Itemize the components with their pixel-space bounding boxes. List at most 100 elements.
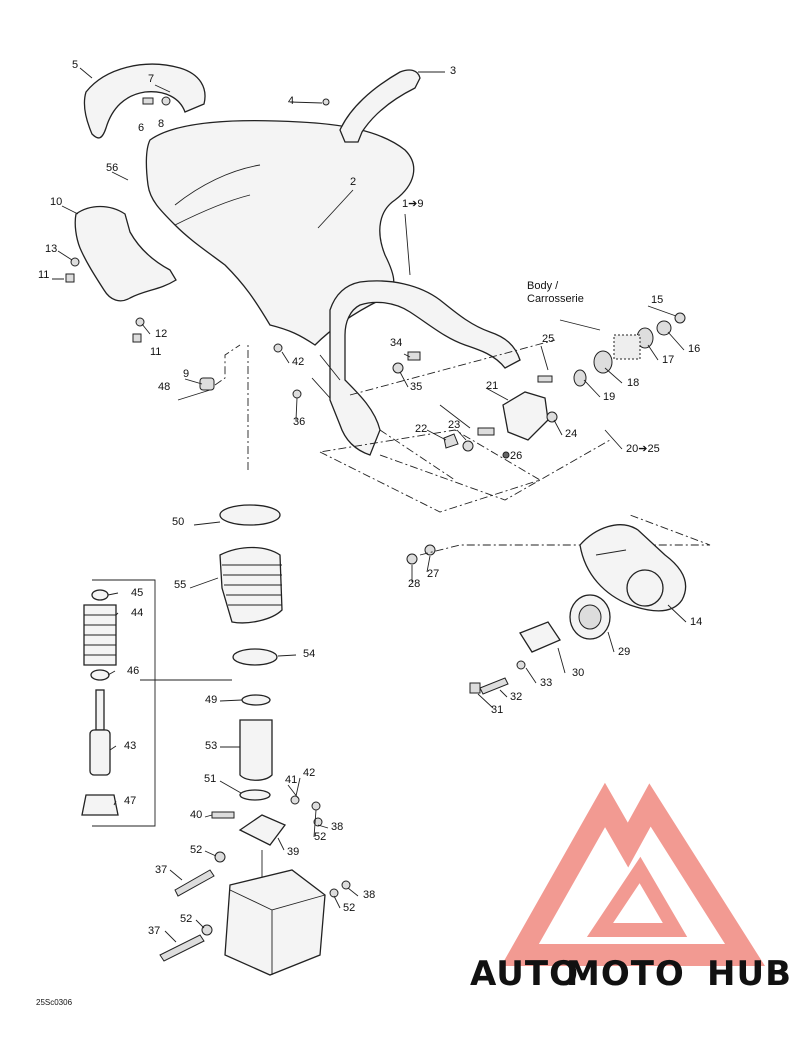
washer bbox=[656, 320, 672, 336]
shock-assembly bbox=[81, 579, 156, 827]
bushing bbox=[593, 350, 613, 374]
washer bbox=[573, 369, 587, 387]
screw bbox=[537, 375, 553, 383]
callout-51: 51 bbox=[204, 773, 216, 785]
callout-9: 9 bbox=[183, 368, 189, 380]
callout-28: 28 bbox=[408, 578, 420, 590]
callout-38: 38 bbox=[331, 821, 343, 833]
body-label-line2: Carrosserie bbox=[527, 293, 584, 305]
bolt-head bbox=[469, 682, 481, 694]
clip bbox=[462, 440, 474, 452]
callout-1-9: 1➔9 bbox=[402, 198, 423, 210]
washer bbox=[329, 888, 339, 898]
callout-38: 38 bbox=[363, 889, 375, 901]
nut bbox=[424, 544, 436, 556]
callout-8: 8 bbox=[158, 118, 164, 130]
callout-leaders bbox=[52, 67, 687, 943]
callout-41: 41 bbox=[285, 774, 297, 786]
flange-base bbox=[238, 814, 287, 846]
body-label-line1: Body / bbox=[527, 280, 559, 292]
seat-hardware bbox=[65, 96, 686, 565]
washer bbox=[161, 96, 171, 106]
callout-5: 5 bbox=[72, 59, 78, 71]
bolt bbox=[479, 677, 509, 695]
callout-36: 36 bbox=[293, 416, 305, 428]
callout-52: 52 bbox=[190, 844, 202, 856]
watermark-logo: AUTO MOTO HUB bbox=[470, 782, 791, 994]
logo-triangle bbox=[501, 782, 765, 966]
drive-cover-assembly bbox=[469, 524, 687, 695]
nut bbox=[674, 312, 686, 324]
washer bbox=[290, 795, 300, 805]
intake-assembly bbox=[159, 504, 351, 976]
logo-inner-triangle bbox=[586, 856, 688, 937]
washer bbox=[70, 257, 80, 267]
callout-52: 52 bbox=[343, 902, 355, 914]
shock-rod bbox=[95, 689, 105, 731]
callout-30: 30 bbox=[572, 667, 584, 679]
washer bbox=[313, 817, 323, 827]
callout-3: 3 bbox=[450, 65, 456, 77]
ring bbox=[241, 694, 271, 706]
callout-34: 34 bbox=[390, 337, 402, 349]
callout-33: 33 bbox=[540, 677, 552, 689]
callout-17: 17 bbox=[662, 354, 674, 366]
o-ring bbox=[239, 789, 271, 801]
callout-11: 11 bbox=[150, 346, 161, 358]
washer bbox=[516, 660, 526, 670]
lubricant-icon bbox=[502, 451, 510, 459]
callout-39: 39 bbox=[287, 846, 299, 858]
washer bbox=[392, 362, 404, 374]
callout-23: 23 bbox=[448, 419, 460, 431]
callout-48: 48 bbox=[158, 381, 170, 393]
nut bbox=[311, 801, 321, 811]
figure-code: 25Sc0306 bbox=[36, 998, 73, 1007]
clamp bbox=[219, 504, 281, 526]
latch bbox=[443, 433, 459, 449]
callout-21: 21 bbox=[486, 380, 498, 392]
callout-40: 40 bbox=[190, 809, 202, 821]
bolt bbox=[211, 811, 235, 819]
callout-24: 24 bbox=[565, 428, 577, 440]
callout-19: 19 bbox=[603, 391, 615, 403]
callout-27: 27 bbox=[427, 568, 439, 580]
logo-word-auto: AUTO bbox=[470, 954, 579, 994]
callout-54: 54 bbox=[303, 648, 315, 660]
washer bbox=[406, 553, 418, 565]
callout-6: 6 bbox=[138, 122, 144, 134]
seat-cushion bbox=[145, 119, 415, 346]
nut bbox=[341, 880, 351, 890]
bottom-mount bbox=[81, 794, 119, 816]
gasket bbox=[232, 648, 278, 666]
seat-assembly bbox=[74, 63, 549, 456]
screw bbox=[65, 273, 75, 283]
callout-56: 56 bbox=[106, 162, 118, 174]
callout-42: 42 bbox=[292, 356, 304, 368]
drive-cover-hole bbox=[626, 569, 664, 607]
callout-37: 37 bbox=[148, 925, 160, 937]
callout-50: 50 bbox=[172, 516, 184, 528]
intake-tube bbox=[239, 719, 273, 781]
callout-14: 14 bbox=[690, 616, 702, 628]
callout-12: 12 bbox=[155, 328, 167, 340]
callout-47: 47 bbox=[124, 795, 136, 807]
callout-32: 32 bbox=[510, 691, 522, 703]
screw bbox=[132, 333, 142, 343]
pulley-hub bbox=[578, 604, 602, 630]
long-bolt bbox=[159, 934, 205, 962]
callout-10: 10 bbox=[50, 196, 62, 208]
callout-49: 49 bbox=[205, 694, 217, 706]
callout-35: 35 bbox=[410, 381, 422, 393]
engine-mount-plate bbox=[224, 869, 326, 976]
callout-16: 16 bbox=[688, 343, 700, 355]
callout-43: 43 bbox=[124, 740, 136, 752]
callout-15: 15 bbox=[651, 294, 663, 306]
callout-55: 55 bbox=[174, 579, 186, 591]
callout-22: 22 bbox=[415, 423, 427, 435]
side-deflector bbox=[74, 205, 177, 302]
long-bolt bbox=[174, 869, 215, 897]
callout-2: 2 bbox=[350, 176, 356, 188]
callout-31: 31 bbox=[491, 704, 503, 716]
handle-cover-left bbox=[83, 63, 206, 139]
